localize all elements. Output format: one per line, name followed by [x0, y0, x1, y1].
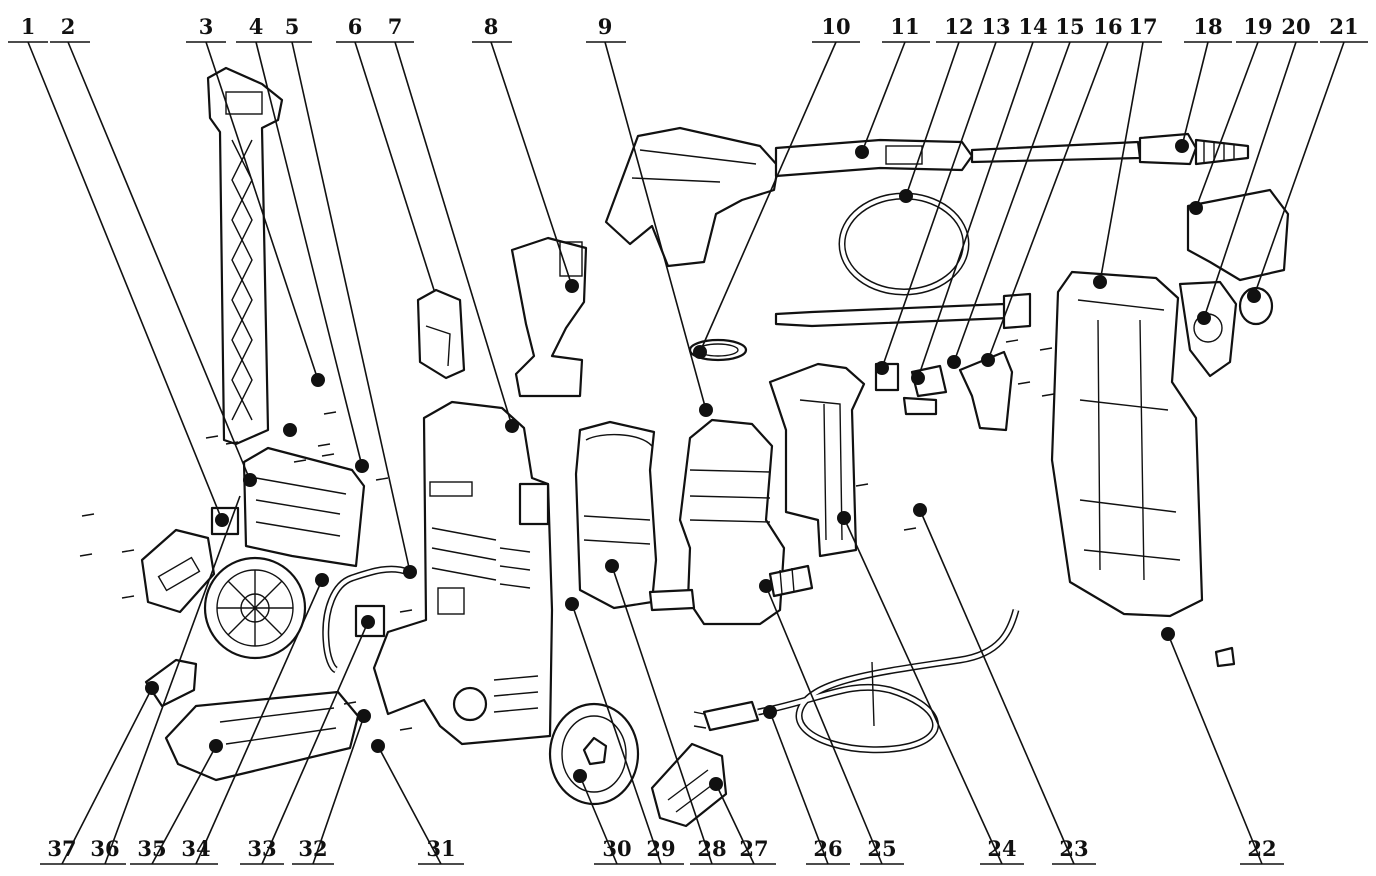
label-20: 20: [1281, 14, 1310, 39]
label-16: 16: [1093, 14, 1122, 39]
label-18: 18: [1193, 14, 1222, 39]
label-4: 4: [249, 14, 264, 39]
part-pump-frame: [768, 362, 866, 558]
label-32: 32: [298, 836, 327, 861]
label-2: 2: [61, 14, 76, 39]
part-coiled-hose: [774, 192, 1032, 330]
label-28: 28: [697, 836, 726, 861]
label-19: 19: [1243, 14, 1272, 39]
label-14: 14: [1018, 14, 1047, 39]
part-outer-housing: [1050, 270, 1204, 618]
part-foot-tray: [144, 658, 360, 782]
label-26: 26: [813, 836, 842, 861]
label-17: 17: [1128, 14, 1157, 39]
label-15: 15: [1055, 14, 1084, 39]
screws: [79, 339, 1055, 731]
label-12: 12: [944, 14, 973, 39]
part-hose-small: [322, 565, 410, 674]
part-hub-cap-left: [140, 528, 216, 614]
part-rear-wheel: [203, 556, 307, 660]
label-8: 8: [484, 14, 499, 39]
part-spray-gun: [604, 126, 1250, 268]
label-37: 37: [47, 836, 76, 861]
label-5: 5: [285, 14, 300, 39]
label-24: 24: [987, 836, 1016, 861]
label-21: 21: [1329, 14, 1358, 39]
part-small-fittings: [874, 350, 1014, 432]
part-power-cord: [693, 609, 1020, 754]
part-bottom-fitting: [1214, 646, 1236, 668]
label-13: 13: [981, 14, 1010, 39]
label-31: 31: [426, 836, 455, 861]
part-rear-housing: [210, 446, 366, 568]
label-1: 1: [21, 14, 36, 39]
part-hub-cap-right: [650, 742, 728, 828]
label-9: 9: [598, 14, 613, 39]
label-6: 6: [348, 14, 363, 39]
part-front-wheel: [548, 702, 640, 806]
part-motor-shroud: [574, 420, 658, 610]
label-27: 27: [739, 836, 768, 861]
part-bracket: [510, 236, 588, 398]
label-10: 10: [821, 14, 850, 39]
part-motor-pump: [648, 338, 814, 626]
label-29: 29: [646, 836, 675, 861]
label-36: 36: [90, 836, 119, 861]
part-main-housing: [372, 400, 554, 746]
label-35: 35: [137, 836, 166, 861]
part-top-clip: [416, 288, 466, 380]
leader-lines: [27, 41, 1345, 865]
label-7: 7: [388, 14, 403, 39]
label-11: 11: [890, 14, 919, 39]
parts-artwork: [79, 66, 1290, 828]
bottom-labels: 37 36 35 34 33 32 31 30 29 28 27 26 25 2…: [47, 836, 1276, 861]
top-labels: 1 2 3 4 5 6 7 8 9 10 11 12 13 14 15 16 1…: [21, 14, 1359, 39]
part-handle-frame: [206, 66, 284, 446]
label-3: 3: [199, 14, 214, 39]
part-cover-clips: [1178, 188, 1290, 378]
callout-dots: [145, 139, 1261, 791]
